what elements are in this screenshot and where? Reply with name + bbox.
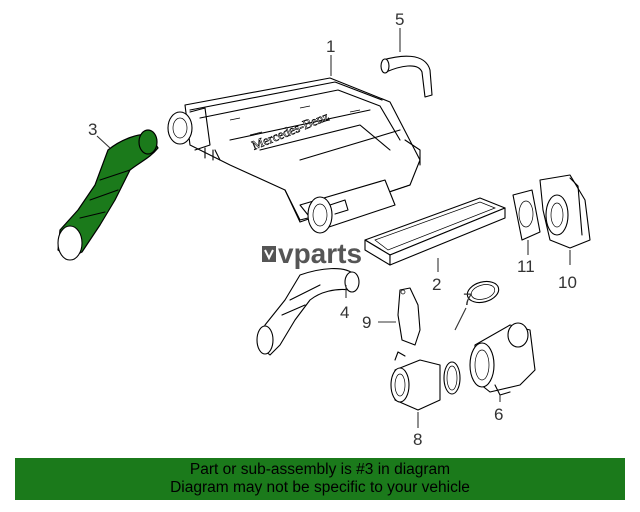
banner-line-1: Part or sub-assembly is #3 in diagram <box>189 461 451 478</box>
callout-4: 4 <box>340 303 349 322</box>
part-9-gasket[interactable] <box>397 287 421 346</box>
callout-5: 5 <box>395 10 404 29</box>
banner-line-2: Diagram may not be specific to your vehi… <box>170 479 470 496</box>
part-6-throttle-adapter[interactable] <box>469 322 536 396</box>
exploded-parts-diagram: Mercedes-Benz <box>57 10 591 449</box>
watermark-text: vparts <box>278 238 362 269</box>
callout-9: 9 <box>362 313 371 332</box>
callout-8: 8 <box>413 430 422 449</box>
callout-10: 10 <box>558 273 577 292</box>
callout-11: 11 <box>517 257 535 276</box>
part-5-small-hose[interactable] <box>380 55 433 98</box>
part-7-o-ring[interactable] <box>443 278 501 395</box>
part-info-banner: Part or sub-assembly is #3 in diagram Di… <box>15 458 625 500</box>
part-10-throttle-housing[interactable] <box>539 174 591 249</box>
callout-7: 7 <box>463 290 472 309</box>
part-4-lower-duct[interactable] <box>256 268 360 356</box>
callout-3: 3 <box>88 120 97 139</box>
part-1-air-cleaner-housing[interactable]: Mercedes-Benz <box>167 77 421 234</box>
leader-lines <box>96 28 571 428</box>
callout-1: 1 <box>326 37 335 56</box>
vparts-watermark: vparts <box>262 238 362 269</box>
callout-6: 6 <box>494 405 503 424</box>
part-2-air-filter-element[interactable] <box>364 197 506 266</box>
part-8-mass-air-flow-sensor[interactable] <box>390 351 441 411</box>
callout-2: 2 <box>432 275 441 294</box>
part-11-flange-gasket[interactable] <box>512 189 541 241</box>
part-3-intake-duct-highlighted[interactable] <box>57 129 159 261</box>
